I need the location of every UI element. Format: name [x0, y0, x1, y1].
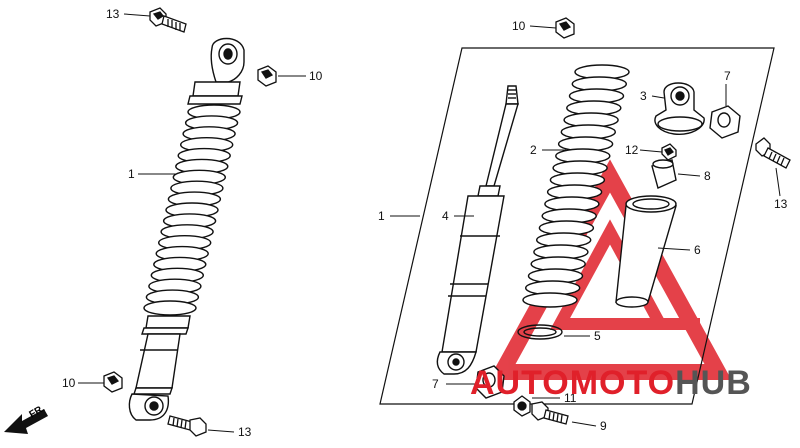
part-6-dust-cover	[615, 195, 677, 308]
part-11-washer	[513, 395, 531, 417]
callout-12: 12	[625, 143, 639, 157]
callout-2: 2	[530, 143, 537, 157]
callout-7-top: 7	[724, 69, 731, 83]
left-shock-assembly	[128, 37, 245, 421]
nut-10-left-top	[257, 65, 277, 87]
spring-coil	[143, 300, 197, 316]
callout-13-right: 13	[774, 197, 788, 211]
callout-4: 4	[442, 209, 449, 223]
bolt-13-right	[755, 137, 791, 169]
part-7-bushing-bottom	[475, 365, 505, 399]
spring-coil	[522, 292, 578, 308]
front-direction-arrow	[4, 409, 48, 434]
part-7-bushing-top	[709, 105, 741, 139]
callout-3: 3	[640, 89, 647, 103]
exploded-group-frame	[379, 47, 775, 405]
callout-7-bottom: 7	[432, 377, 439, 391]
callout-5: 5	[594, 329, 601, 343]
callout-13-left-bottom: 13	[238, 425, 252, 439]
callout-10-left-top: 10	[309, 69, 323, 83]
part-3-upper-mount	[654, 82, 705, 135]
callout-1-right: 1	[378, 209, 385, 223]
part-8-bump-rubber	[651, 159, 677, 189]
callout-13-top-left: 13	[106, 7, 120, 21]
callout-11: 11	[564, 391, 577, 405]
watermark-part-hub: HUB	[675, 364, 752, 402]
part-9-bolt	[531, 401, 569, 425]
watermark-part-moto: MOTO	[569, 364, 676, 402]
part-4-damper-unit	[436, 85, 519, 375]
callout-6: 6	[694, 243, 701, 257]
part-2-spring	[522, 64, 630, 308]
callout-9: 9	[600, 419, 607, 433]
nut-10-left-bottom	[103, 371, 123, 393]
part-5-spring-seat-ring	[517, 324, 563, 340]
left-shock-spring	[143, 104, 241, 316]
callout-10-right-top: 10	[512, 19, 526, 33]
bolt-13-top-left	[149, 7, 187, 33]
callout-1-left: 1	[128, 167, 135, 181]
part-12-nut	[661, 143, 677, 161]
callout-10-left-bottom: 10	[62, 376, 76, 390]
watermark-text: AUTOMOTOHUB	[470, 366, 752, 400]
nut-10-right-top	[555, 17, 575, 39]
bolt-13-left-bottom	[167, 415, 207, 437]
leader-lines	[78, 13, 781, 433]
watermark-part-auto: AUTO	[470, 364, 570, 402]
callout-8: 8	[704, 169, 711, 183]
